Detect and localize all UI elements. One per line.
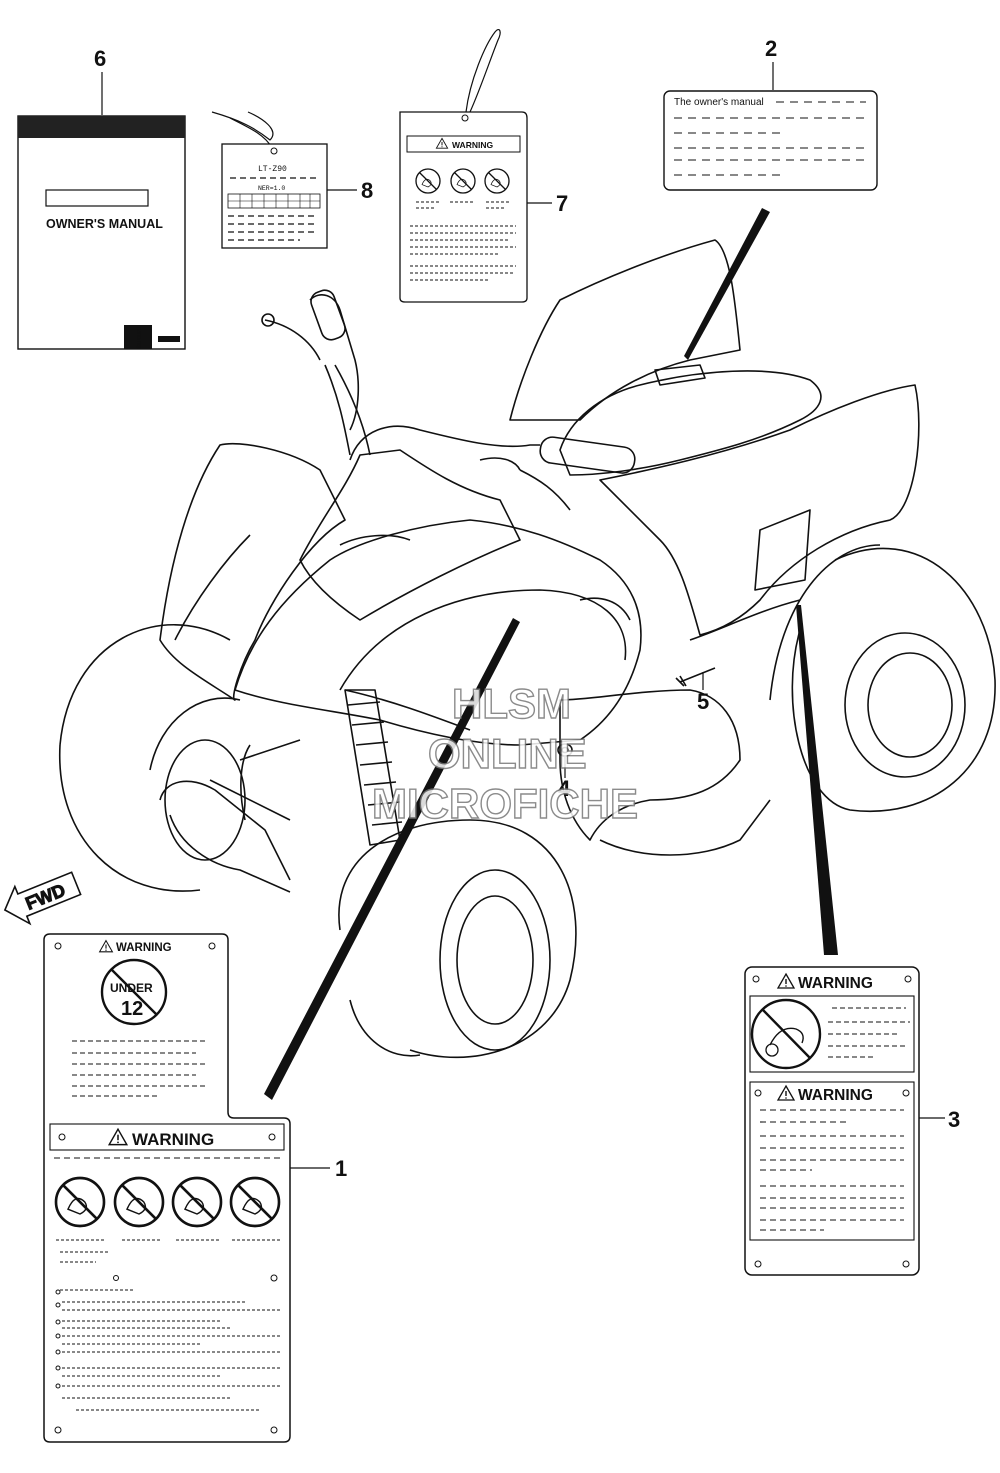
pointer-wedge-1 bbox=[264, 618, 520, 1100]
front-left-wheel bbox=[59, 624, 246, 892]
label-3-top-warning: WARNING bbox=[798, 975, 873, 992]
rear-wheel bbox=[769, 544, 996, 812]
watermark: HLSM ONLINE MICROFICHE bbox=[371, 679, 638, 827]
tag-7-warning: WARNING bbox=[452, 140, 493, 150]
warning-label-part-1: WARNING UNDER 12 WARNING bbox=[43, 933, 291, 1443]
manual-brand-logo: SUZUKI bbox=[137, 326, 143, 349]
pointer-wedge-2 bbox=[684, 208, 770, 360]
callout-1: 1 bbox=[335, 1156, 347, 1181]
front-body bbox=[234, 519, 642, 746]
front-right-wheel bbox=[338, 819, 577, 1059]
pointer-wedge-3 bbox=[796, 605, 838, 955]
warning-label-part-3: WARNING WARNING bbox=[744, 966, 920, 1276]
label-part-2: The owner's manual bbox=[663, 90, 878, 191]
front-left-fender bbox=[159, 442, 346, 701]
callout-6: 6 bbox=[94, 46, 106, 71]
front-bumper bbox=[159, 739, 301, 893]
label-3-bottom-warning: WARNING bbox=[798, 1087, 873, 1104]
callout-5: 5 bbox=[697, 689, 709, 714]
callout-numbers: 6 8 7 2 5 4 1 3 bbox=[94, 36, 960, 1181]
label-1-bottom-warning: WARNING bbox=[132, 1130, 214, 1149]
watermark-line-2: ONLINE bbox=[428, 730, 587, 777]
callout-4: 4 bbox=[558, 776, 571, 801]
handlebar bbox=[261, 289, 636, 511]
callout-3: 3 bbox=[948, 1107, 960, 1132]
leader-lines bbox=[101, 62, 945, 1169]
front-cowl bbox=[299, 449, 521, 621]
tag-part-8: LT-Z90 NER=1.0 bbox=[211, 111, 328, 249]
tag-8-ner: NER=1.0 bbox=[258, 185, 285, 192]
callout-8: 8 bbox=[361, 178, 373, 203]
under-12-age: 12 bbox=[121, 998, 143, 1020]
seat bbox=[559, 370, 822, 476]
rivet-part-5 bbox=[675, 667, 716, 687]
tag-8-model: LT-Z90 bbox=[258, 165, 287, 174]
owners-manual-part-6: OWNER'S MANUAL SUZUKI bbox=[17, 115, 186, 350]
label-1-top-warning: WARNING bbox=[116, 942, 172, 954]
manual-title: OWNER'S MANUAL bbox=[46, 217, 163, 231]
fwd-arrow: FWD bbox=[3, 871, 82, 926]
watermark-line-3: MICROFICHE bbox=[372, 780, 638, 827]
watermark-line-1: HLSM bbox=[452, 680, 571, 727]
atv-illustration bbox=[59, 239, 996, 1059]
hang-tag-part-7: WARNING bbox=[399, 29, 528, 303]
callout-2: 2 bbox=[765, 36, 777, 61]
callout-7: 7 bbox=[556, 191, 568, 216]
label-2-text: The owner's manual bbox=[674, 97, 764, 108]
rear-fender bbox=[509, 239, 741, 421]
under-12-text: UNDER bbox=[110, 981, 153, 995]
grommet-part-4 bbox=[557, 743, 573, 757]
